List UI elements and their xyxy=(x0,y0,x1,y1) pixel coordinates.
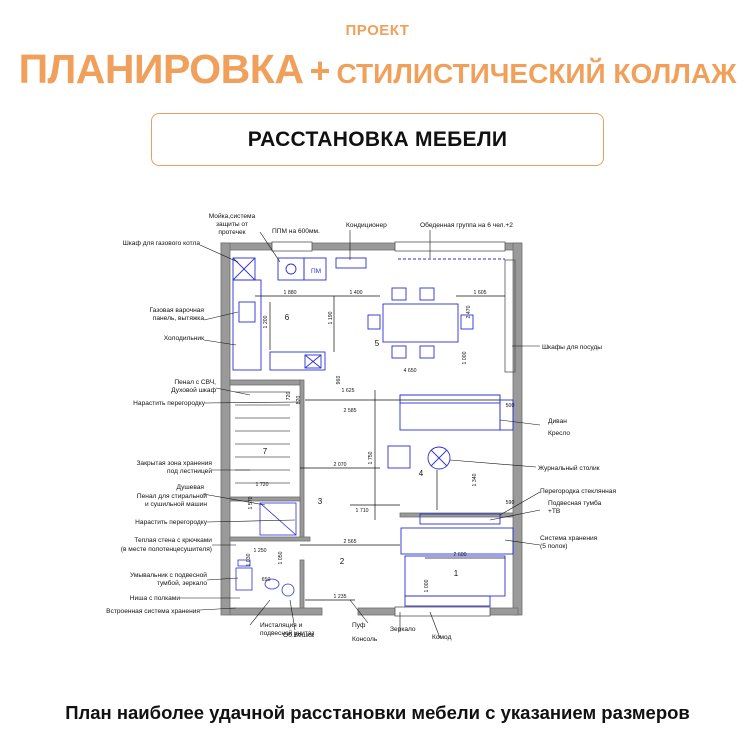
dimension-value: 500 xyxy=(506,403,515,409)
room-number: 1 xyxy=(454,569,459,578)
left-callout: Холодильник xyxy=(164,335,204,342)
walls xyxy=(220,242,523,616)
dimension-value: 1 200 xyxy=(263,315,269,328)
bottom-callout: Инсталяция и xyxy=(260,622,303,629)
right-callout: (5 полок) xyxy=(540,543,567,550)
dimension-value: 650 xyxy=(262,577,271,583)
windows xyxy=(271,241,506,617)
right-callout: Диван xyxy=(548,418,567,425)
kitchen xyxy=(232,257,367,371)
left-callout: Умывальник с подвесной xyxy=(130,571,207,579)
room-number: 4 xyxy=(419,469,424,478)
bottom-callout: Зеркало xyxy=(390,626,416,633)
room-number: 2 xyxy=(340,557,345,566)
dining-group xyxy=(367,258,505,359)
left-callout: Газовая варочная xyxy=(149,307,204,314)
left-callout: тумбой, зеркало xyxy=(157,579,207,587)
room-number: 6 xyxy=(285,313,290,322)
left-callout: Пенал с СВЧ, xyxy=(174,379,216,386)
top-callout: Кондиционер xyxy=(346,222,387,229)
project-label: ПРОЕКТ xyxy=(345,22,410,39)
right-callout: Журнальный столик xyxy=(538,464,600,472)
stairs-bath xyxy=(235,391,297,597)
floor-plan: ПМ xyxy=(106,212,616,643)
right-callout: Подвесная тумба xyxy=(548,499,602,507)
dimension-lines xyxy=(255,295,505,601)
left-callout: Нарастить перегородку xyxy=(135,519,208,526)
top-callout: защиты от xyxy=(216,221,248,228)
room-number: 3 xyxy=(318,497,323,506)
dimension-value: 2 070 xyxy=(334,462,347,468)
dimension-value: 1 880 xyxy=(284,290,297,296)
title-main: ПЛАНИРОВКА xyxy=(18,46,304,92)
dimension-value: 2 600 xyxy=(454,552,467,558)
dimension-value: 1 750 xyxy=(368,451,374,464)
left-callout: Теплая стена с крючками xyxy=(134,537,212,544)
bottom-callout: Комод xyxy=(432,634,452,641)
leader-lines xyxy=(180,230,541,639)
dimension-value: 720 xyxy=(286,392,292,401)
top-callout: ППМ на 600мм. xyxy=(272,228,320,235)
right-callout: Кресло xyxy=(548,430,570,437)
dimension-value: 1 570 xyxy=(248,496,254,509)
dimension-value: 1 250 xyxy=(254,548,267,554)
dimension-value: 1 030 xyxy=(246,553,252,566)
caption: План наиболее удачной расстановки мебели… xyxy=(65,702,690,723)
title-secondary: СТИЛИСТИЧЕСКИЙ КОЛЛАЖ xyxy=(336,58,737,89)
left-callout: Душевая xyxy=(176,484,204,491)
dimension-value: 1 190 xyxy=(328,311,334,324)
dimension-value: 1 000 xyxy=(424,579,430,592)
dimension-value: 1 050 xyxy=(278,551,284,564)
right-callout: Шкафы для посуды xyxy=(542,344,602,351)
living-furniture xyxy=(387,394,514,607)
dimension-value: 590 xyxy=(506,500,515,506)
dish-cabinets xyxy=(504,259,516,373)
bottom-callout: подвесной унитаз xyxy=(260,629,314,637)
left-callout: Нарастить перегородку xyxy=(133,400,206,407)
dimension-value: 2 585 xyxy=(344,408,357,414)
page-title: ПЛАНИРОВКА+СТИЛИСТИЧЕСКИЙ КОЛЛАЖ xyxy=(0,46,755,93)
room-number: 7 xyxy=(263,447,268,456)
top-callout: Мойка,система xyxy=(209,212,256,220)
right-callout: +ТВ xyxy=(548,508,561,515)
left-callout: Пенал для стиральной xyxy=(137,492,207,500)
left-callout: Шкаф для газового котла xyxy=(123,240,201,247)
dimension-value: 1 720 xyxy=(256,482,269,488)
dimension-value: 820 xyxy=(296,396,302,405)
top-callout: протечек xyxy=(218,229,245,236)
dimension-value: 1 400 xyxy=(350,290,363,296)
dimension-value: 1 625 xyxy=(342,388,355,394)
left-callout: под лестницей xyxy=(167,467,212,475)
bottom-callout: Консоль xyxy=(352,636,378,643)
left-callout: Встроенная система хранения xyxy=(106,608,200,615)
left-callout: Закрытая зона хранения xyxy=(136,460,212,467)
dimension-value: 1 340 xyxy=(472,473,478,486)
dimension-value: 2 565 xyxy=(344,539,357,545)
right-callout: Перегородка стеклянная xyxy=(540,488,616,495)
dimension-value: 1 235 xyxy=(334,594,347,600)
dimension-value: 1 605 xyxy=(474,290,487,296)
section-heading: РАССТАНОВКА МЕБЕЛИ xyxy=(247,127,508,151)
left-callout: (в месте полотенцесушителя) xyxy=(121,546,212,553)
room-number: 5 xyxy=(375,339,380,348)
left-callout: Духовой шкаф xyxy=(171,386,216,394)
left-callout: и сушильной машин xyxy=(145,500,207,508)
dimension-value: 1 000 xyxy=(462,351,468,364)
dishwasher-label: ПМ xyxy=(311,268,321,275)
right-callout: Система хранения xyxy=(540,535,598,542)
left-callout: панель, вытяжка xyxy=(153,315,205,322)
title-plus: + xyxy=(309,50,331,91)
left-callout: Ниша с полками xyxy=(130,595,181,602)
section-heading-box: РАССТАНОВКА МЕБЕЛИ xyxy=(151,113,604,166)
dimension-value: 4 650 xyxy=(404,368,417,374)
top-callout: Обеденная группа на 6 чел.+2 xyxy=(420,221,513,229)
bottom-callout: Пуф xyxy=(352,622,366,629)
dimension-value: 1 710 xyxy=(356,508,369,514)
dimension-value: 960 xyxy=(336,376,342,385)
dimension-value: 2 470 xyxy=(466,305,472,318)
bottom-callout: Об.Вешка xyxy=(283,631,314,639)
